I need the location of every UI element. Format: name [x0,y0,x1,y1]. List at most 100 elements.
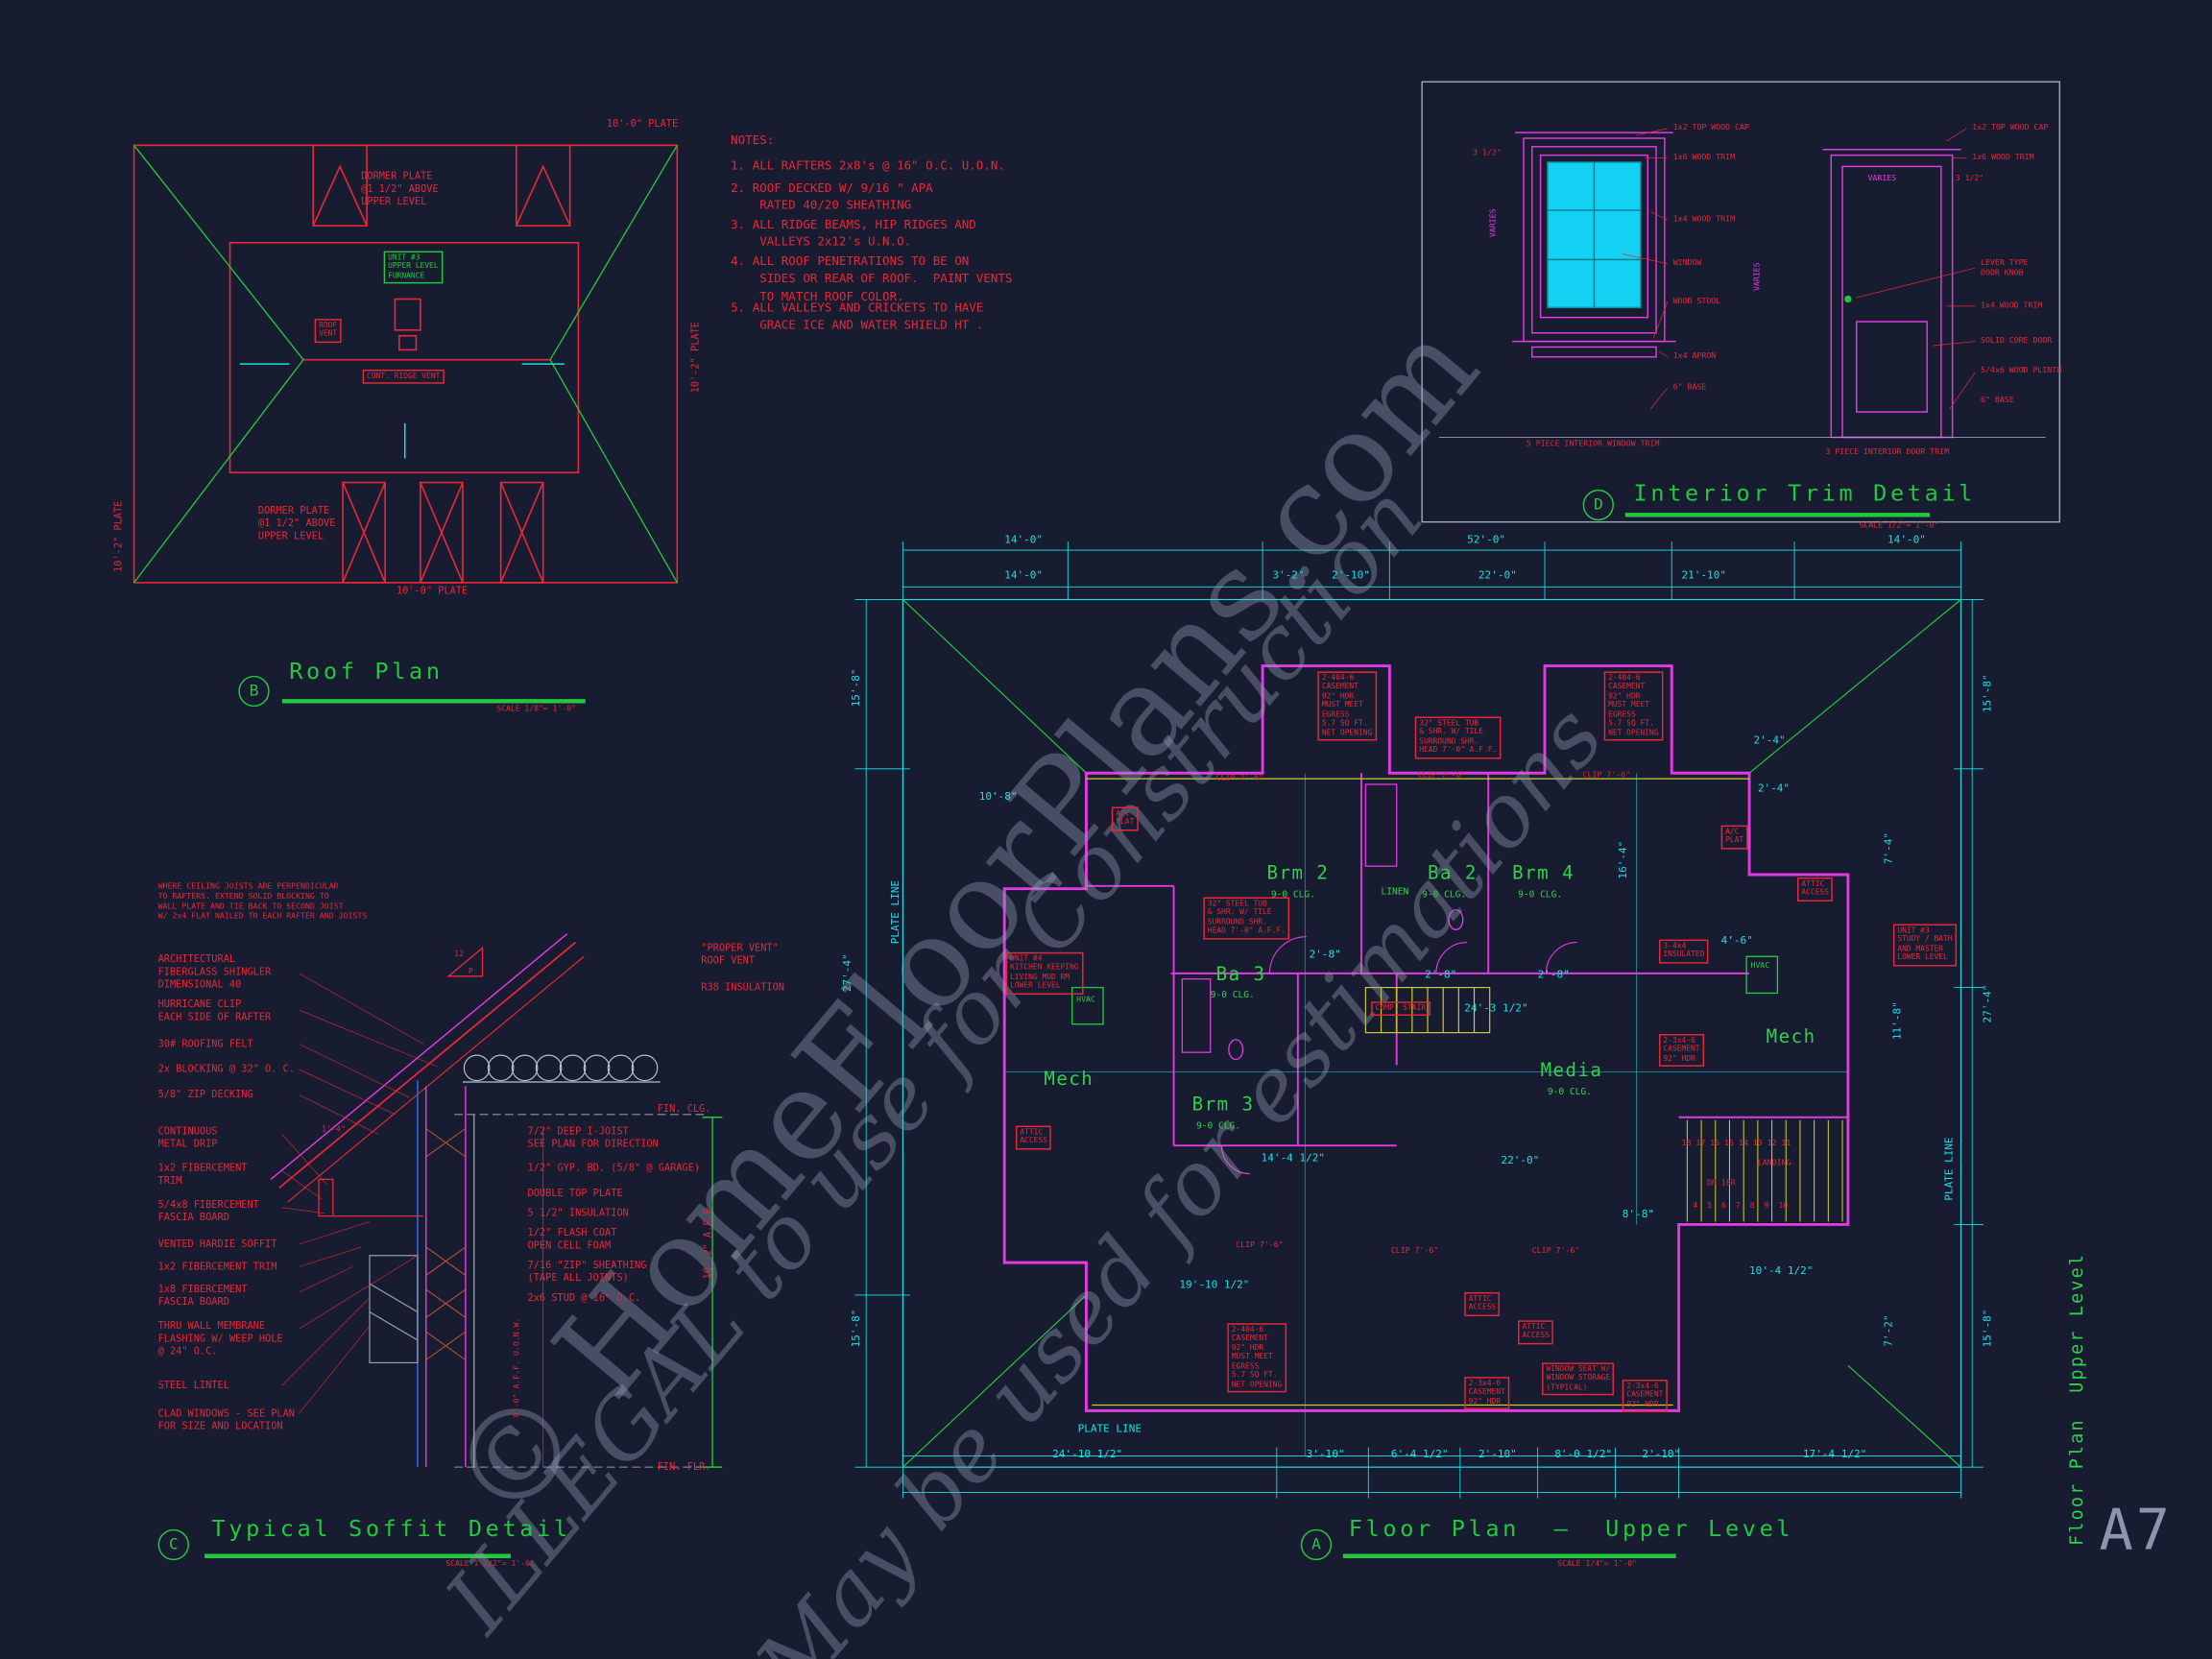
annotation-label: 1x2 FIBERCEMENT TRIM [157,1261,277,1273]
annotation-label: 9-0 CLG. [1547,1086,1592,1098]
annotation-label: A/C PLAT [1111,806,1139,831]
annotation-label: DOUBLE TOP PLATE [527,1188,623,1199]
annotation-label: 7/16 "ZIP" SHEATHING (TAPE ALL JOINTS) [527,1260,647,1284]
annotation-label: WHERE CEILING JOISTS ARE PERPENDICULAR T… [157,882,368,922]
annotation-label: 14'-0" [1004,533,1044,546]
annotation-label: 2'-4" [1753,733,1786,747]
roof-plan-hips [133,144,678,584]
annotation-label: CLIP 7'-6" [1417,771,1466,781]
annotation-label: 2-3x4-6 CASEMENT 92" HDR [1464,1377,1510,1410]
annotation-label: COMP. STAIR [1371,1001,1431,1017]
sheet-number: A7 [2099,1498,2174,1564]
annotation-label: 2-404-6 CASEMENT 92" HDR MUST MEET EGRES… [1227,1323,1286,1393]
soffit-insulation [462,1054,661,1083]
annotation-label: CONT. RIDGE VENT [362,369,445,385]
floor-plan-title: Floor Plan – Upper Level [1348,1515,1794,1543]
annotation-label: 1'-4" [322,1125,346,1135]
annotation-label: 2'-8" [1537,968,1570,981]
annotation-label: 10'-4 1/2" [1749,1263,1814,1277]
annotation-label: SCALE 1/2"= 1'-0" [1859,521,1939,531]
annotation-label: WINDOW [1672,259,1702,269]
annotation-label: 3. ALL RIDGE BEAMS, HIP RIDGES AND VALLE… [731,218,976,251]
window-trim-caption: 5 PIECE INTERIOR WINDOW TRIM [1526,440,1660,449]
soffit-eave [318,947,484,1217]
annotation-label: 2'-10" [1642,1447,1681,1460]
annotation-label: DN 18R [1706,1179,1736,1189]
sheet-side-title: Floor Plan Upper Level [2065,1252,2087,1546]
floor-plan-bubble: A [1300,1528,1333,1561]
soffit-wall-hatch [425,1128,467,1360]
annotation-label: 9-0 CLG. [1518,888,1563,901]
annotation-label: 14'-0" [1887,533,1926,546]
roof-plan-lines [132,144,679,584]
annotation-label: 3 1/2" [1955,175,1984,184]
annotation-label: ARCHITECTURAL FIBERGLASS SHINGLER DIMENS… [157,953,272,990]
soffit-detail-title: Typical Soffit Detail [211,1515,571,1543]
room-brm2: Brm 2 [1266,863,1330,885]
annotation-label: SCALE 1/4"= 1'-0" [1557,1560,1637,1569]
annotation-label: 2-3x4-6 CASEMENT 92" HDR [1622,1380,1668,1413]
floor-doors [1220,936,1577,1175]
annotation-label: 24'-3 1/2" [1464,1001,1528,1015]
annotation-label: 10'-0" PLATE [606,118,679,131]
annotation-label: 15'-8" [849,1309,862,1348]
annotation-label: 1x4 APRON [1672,352,1717,362]
annotation-label: 3 1/2" [1473,149,1502,158]
annotation-label: CLIP 7'-6" [1582,771,1631,781]
annotation-label: 2x BLOCKING @ 32" O. C. [157,1063,296,1075]
soffit-wall [417,1080,475,1468]
annotation-label: 15'-8" [849,668,862,708]
annotation-label: 4. ALL ROOF PENETRATIONS TO BE ON SIDES … [731,254,1013,304]
annotation-label: 21'-10" [1681,568,1726,582]
annotation-label: SOLID CORE DOOR [1981,337,2053,347]
annotation-label: 11'-8" [1889,1001,1904,1041]
annotation-label: 15'-8" [1981,1309,1994,1348]
unit4-note: UNIT #4 KITCHEN KEEPING LIVING MUD RM LO… [1005,951,1084,995]
title-underlines [204,513,1931,1558]
annotation-label: 10'-2" A.F.F. [702,1201,714,1280]
annotation-label: VENTED HARDIE SOFFIT [157,1238,277,1250]
annotation-label: DORMER PLATE @1 1/2" ABOVE UPPER LEVEL [361,170,439,207]
annotation-label: 15'-8" [1981,674,1994,713]
annotation-label: 9-0 CLG. [1270,888,1315,901]
annotation-label: A/C PLAT [1720,825,1748,850]
annotation-label: PLATE LINE [1077,1422,1142,1435]
annotation-label: 14'-4 1/2" [1261,1151,1325,1165]
annotation-label: 4 5 6 7 8 9 10 [1693,1201,1789,1211]
annotation-label: 6" BASE [1981,396,2014,405]
annotation-label: 8'-0" A.F.F. U.O.N.W. [513,1317,522,1418]
annotation-label: 2-3x4-6 CASEMENT 92" HDR [1659,1034,1704,1068]
annotation-label: ROOF VENT [314,319,342,344]
annotation-label: PLATE LINE [888,879,902,945]
annotation-label: 1x2 FIBERCEMENT TRIM [157,1162,248,1187]
annotation-label: 3'-10" [1306,1447,1345,1460]
room-mech-left: Mech [1044,1069,1094,1091]
annotation-label: 1x2 TOP WOOD CAP [1672,124,1749,133]
annotation-label: DORMER PLATE @1 1/2" ABOVE UPPER LEVEL [257,505,336,541]
roof-plan-scale: SCALE 1/8"= 1'-0" [496,705,576,714]
annotation-label: 8'-8" [1622,1207,1654,1221]
annotation-label: CLIP 7'-6" [1390,1246,1439,1256]
door-trim-caption: 3 PIECE INTERIOR DOOR TRIM [1825,448,1950,458]
annotation-label: 14'-0" [1004,568,1044,582]
annotation-label: 1x4 WOOD TRIM [1672,215,1736,225]
soffit-roof-slope [270,933,585,1203]
room-ba2: Ba 2 [1428,863,1478,885]
annotation-label: 52'-0" [1467,533,1505,546]
annotation-label: 2'-10" [1478,1447,1517,1460]
annotation-label: 27'-4" [1981,984,1994,1023]
annotation-label: 7/2" DEEP I-JOIST SEE PLAN FOR DIRECTION [527,1125,659,1150]
annotation-label: 1x6 WOOD TRIM [1972,154,2034,162]
annotation-label: 30# ROOFING FELT [157,1038,253,1050]
annotation-label: 1/2" GYP. BD. (5/8" @ GARAGE) [527,1162,701,1174]
annotation-label: ATTIC ACCESS [1015,1125,1052,1150]
annotation-label: LEVER TYPE DOOR KNOB [1981,259,2029,278]
annotation-label: ATTIC ACCESS [1518,1320,1554,1345]
unit3-note: UNIT #3 STUDY / BATH AND MASTER LOWER LE… [1892,924,1957,967]
annotation-label: R38 INSULATION [701,981,785,994]
annotation-label: 7'-2" [1882,1314,1895,1347]
annotation-label: STEEL LINTEL [157,1380,229,1391]
